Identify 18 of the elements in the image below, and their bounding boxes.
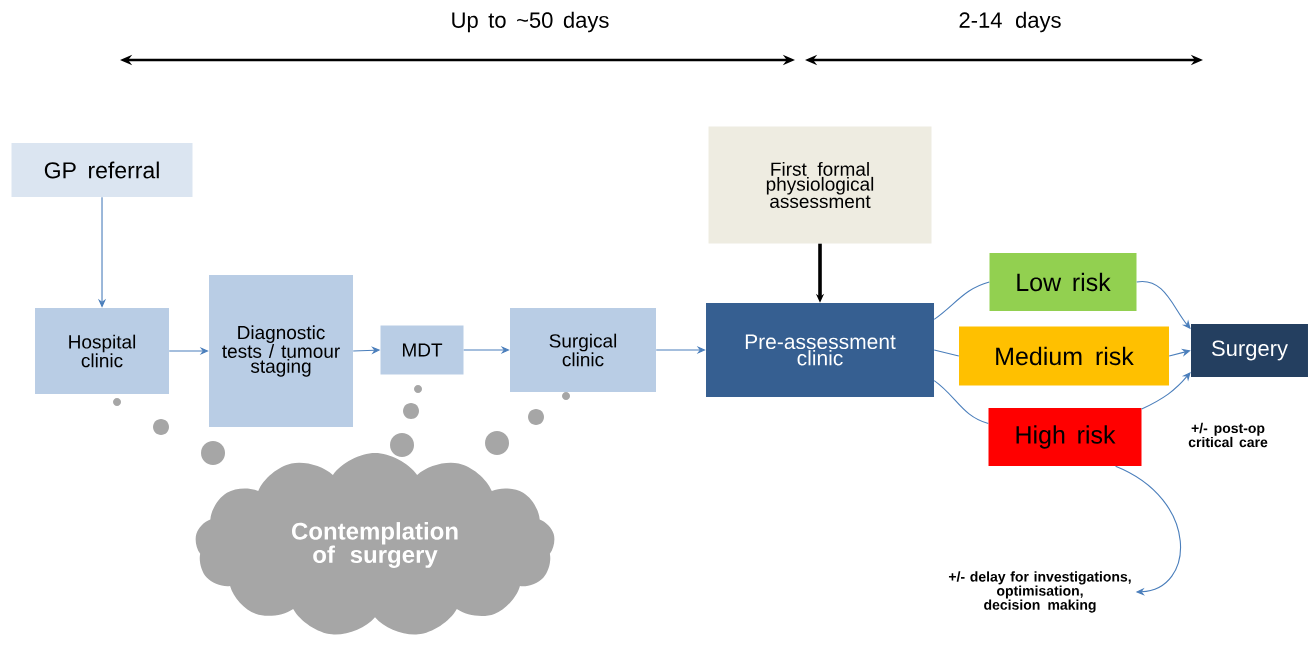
arrow [1115,465,1181,596]
clinic-box: Pre-assessment clinic [706,303,934,397]
assessment-box: First formal physiological assessment [708,126,932,244]
note-text: +/- post-op critical care [1188,422,1268,448]
process-box: Diagnostic tests / tumour staging [209,275,353,427]
process-box: MDT [380,325,464,375]
duration-label: Up to ~50 days [452,11,609,33]
note-text: +/- delay for investigations, optimisation, decision making [948,571,1131,613]
referral-box: GP referral [11,143,193,197]
risk-box: Medium risk [959,326,1169,386]
risk-box: Low risk [989,253,1137,311]
risk-box: High risk [988,408,1142,466]
arrow [1168,348,1191,357]
process-box: Hospital clinic [35,308,169,394]
process-box: Surgical clinic [510,308,656,392]
thought-cloud: Contemplation of surgery [195,452,555,635]
duration-label: 2-14 days [959,11,1061,33]
surgery-box: Surgery [1191,324,1308,377]
